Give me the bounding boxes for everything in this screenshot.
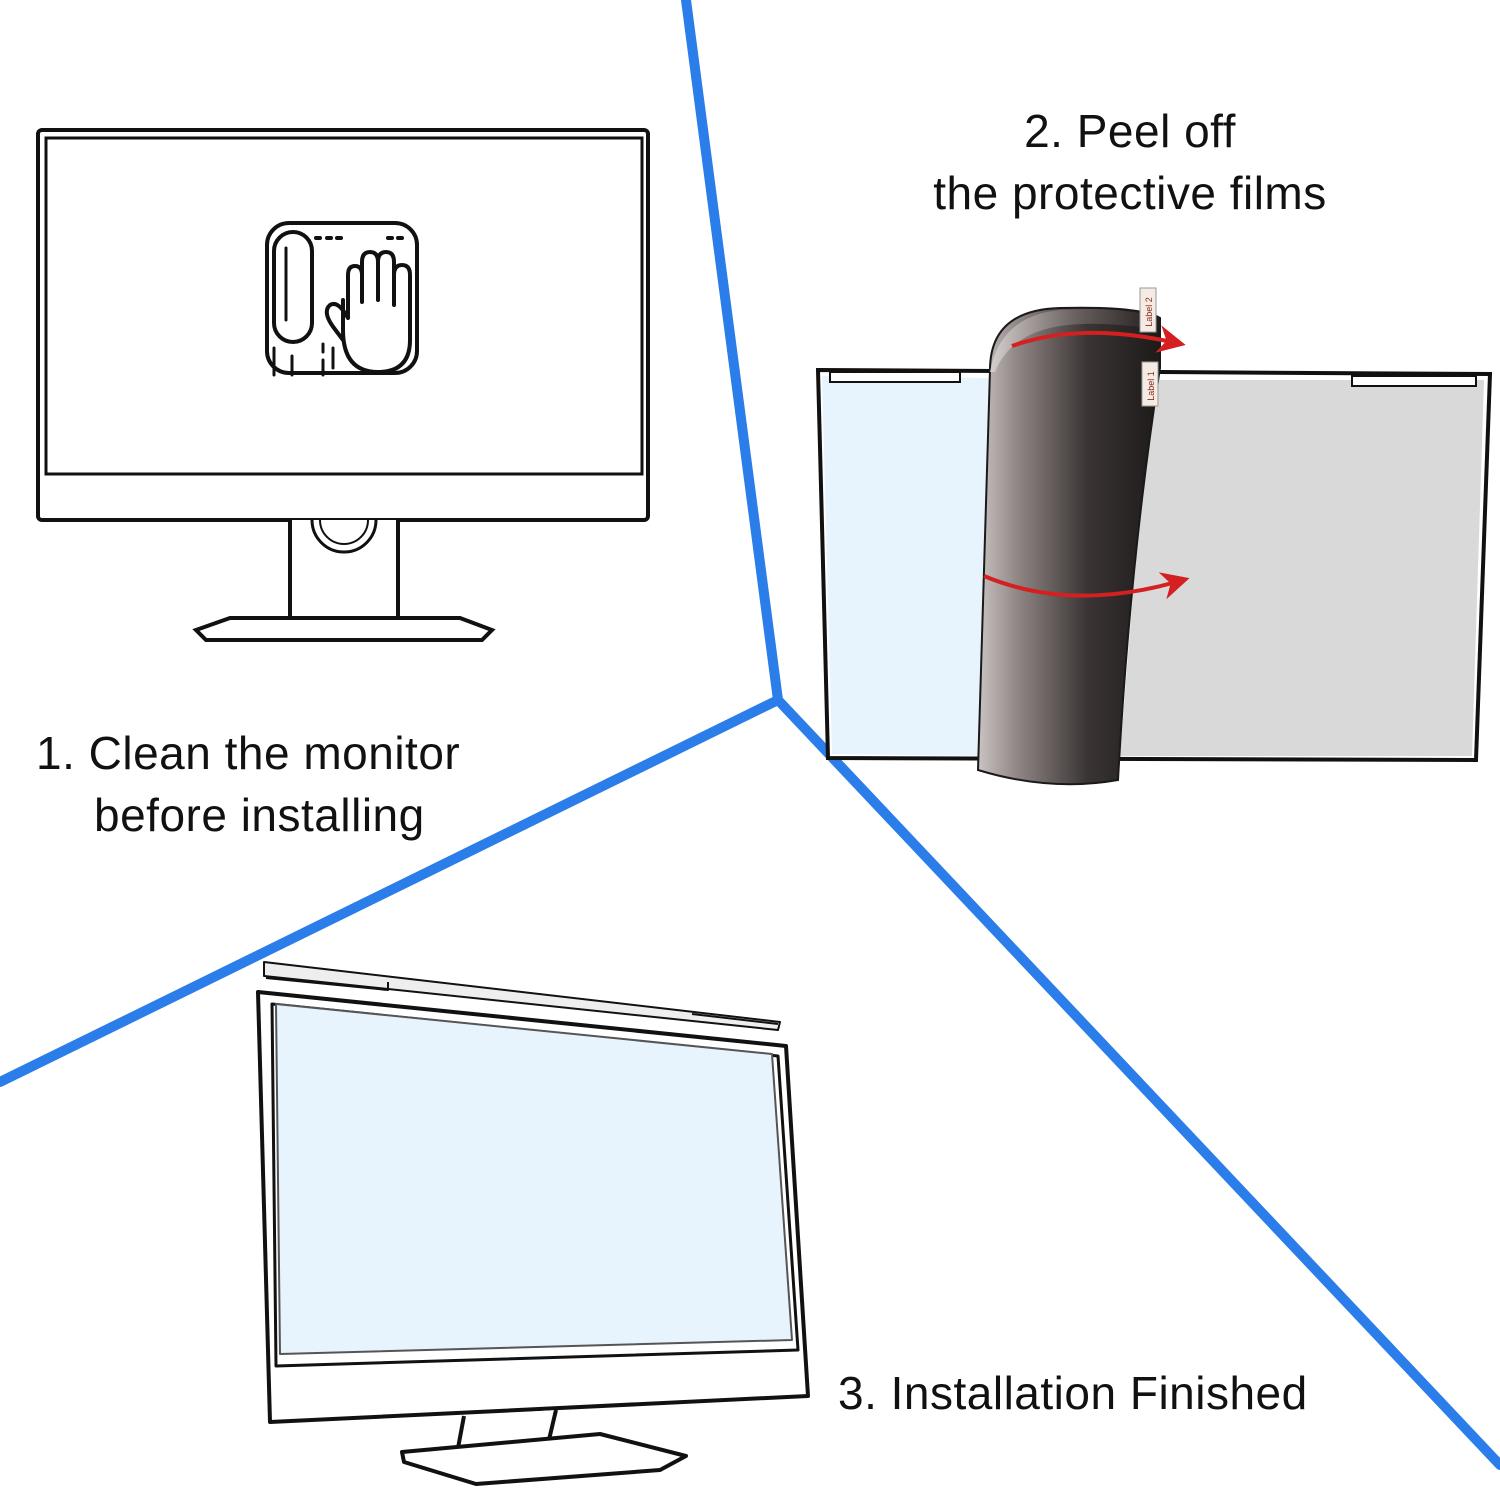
step2-tab-label-2-text: Label 2	[1144, 297, 1154, 327]
step1-caption: 1. Clean the monitor before installing	[36, 722, 460, 846]
step1-monitor-screen	[44, 136, 644, 476]
step3-filter	[275, 1003, 793, 1355]
divider-right	[773, 695, 1500, 1470]
step1-caption-line2: before installing	[94, 789, 425, 841]
step3-caption-line1: 3. Installation Finished	[838, 1367, 1308, 1419]
step2-caption-line1: 2. Peel off	[1024, 105, 1236, 157]
divider-vertical	[681, 0, 783, 705]
step2-caption-line2: the protective films	[933, 167, 1327, 219]
step2-filter-film-area	[1120, 380, 1484, 756]
cleaning-hand-cloth-icon	[265, 221, 419, 377]
step3-monitor-base	[400, 1432, 688, 1486]
step2-tab-label-2	[1139, 287, 1157, 333]
step3-filter-top-bar	[263, 961, 781, 1031]
divider-left	[0, 695, 783, 1087]
step1-monitor-base	[192, 616, 496, 642]
step1-monitor	[36, 128, 650, 642]
step2-hook-right	[1351, 375, 1477, 387]
step2-caption: 2. Peel off the protective films	[850, 100, 1410, 224]
peel-arrow-lower	[983, 572, 1190, 600]
step3-caption: 3. Installation Finished	[838, 1362, 1308, 1424]
peel-arrow-icon	[1011, 325, 1186, 353]
step2-film-roll	[976, 306, 1161, 786]
step2-filter-clear-area	[822, 376, 990, 756]
step2-hook-left	[829, 371, 961, 383]
step1-caption-line1: 1. Clean the monitor	[36, 727, 461, 779]
step1-monitor-neck	[288, 520, 400, 620]
step2-tab-label-1-text: Label 1	[1146, 371, 1156, 401]
step2-screen-filter: Label 2 Label 1	[815, 287, 1493, 786]
step2-tab-label-1	[1141, 361, 1159, 407]
step3-monitor	[256, 961, 810, 1486]
